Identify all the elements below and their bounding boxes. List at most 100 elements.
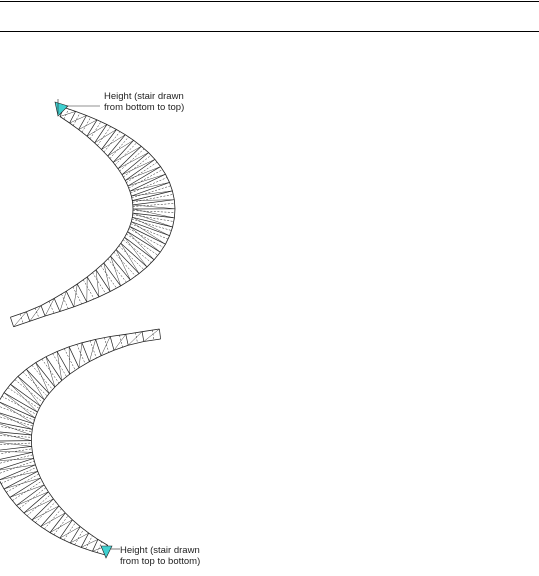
stair-top-tread [117, 146, 142, 169]
stair-bottom-tread [26, 368, 50, 394]
stair-top-tread [129, 226, 166, 245]
stair-top-tread [65, 291, 75, 308]
stair-top-hidden-riser [118, 245, 145, 270]
stair-bottom-diagonal [70, 532, 89, 544]
stair-top-outer-stringer [10, 116, 134, 318]
stair-bottom-hidden-riser [19, 487, 47, 509]
callout-top-line2: from bottom to top) [104, 102, 184, 113]
stair-top-diagonal [131, 190, 173, 197]
stair-top-tread [53, 298, 61, 312]
stair-top-hidden-riser [122, 239, 152, 263]
stair-top-hidden-riser [132, 210, 175, 213]
stair-bottom-hidden-riser [104, 337, 110, 353]
stair-top-tread [95, 269, 111, 292]
stair-top-hidden-riser [72, 112, 81, 126]
stair-bottom-tread [10, 384, 41, 407]
stair-top-tread [86, 276, 100, 298]
stair-bottom-tread [0, 431, 32, 436]
stair-top-tread [112, 140, 134, 163]
stair-bottom-tread [95, 339, 102, 356]
stair-bottom-tread [0, 464, 36, 481]
stair-top-diagonal [13, 311, 27, 327]
stair-top-diagonal [73, 283, 78, 307]
stair-top-diagonal [95, 269, 100, 297]
stair-bottom-outer-stringer [0, 328, 160, 555]
stair-bottom-tread [40, 505, 60, 527]
stair-top-tread [132, 190, 173, 201]
stair-bottom-tread [159, 328, 161, 340]
stair-bottom-tread [0, 446, 32, 451]
stair-bottom-inner-stringer [30, 338, 161, 546]
stair-bottom-diagonal [59, 526, 81, 539]
stair-bottom-diagonal [89, 339, 96, 362]
stair-top-diagonal [132, 208, 175, 219]
stair-top-diagonal [44, 298, 55, 317]
stair-bottom-tread [109, 336, 115, 351]
stair-bottom-diagonal [128, 331, 143, 346]
stair-top-hidden-riser [100, 265, 117, 289]
stair-bottom-tread [80, 532, 90, 548]
stair-top-diagonal [132, 217, 170, 236]
stair-bottom-tread [3, 470, 38, 490]
stair-top-hidden-riser [126, 161, 158, 183]
stair-top-hidden-riser [81, 117, 91, 133]
stair-top-tread [132, 216, 173, 228]
stair-bottom-diagonal [0, 442, 32, 447]
stair-bottom-diagonal [49, 519, 73, 533]
stair-bottom-tread [92, 539, 99, 552]
stair-top-tread [10, 317, 14, 327]
stair-bottom-diagonal [3, 392, 36, 419]
stair-top-diagonal [29, 305, 42, 322]
stair-top-diagonal [69, 115, 87, 124]
stair-bottom-tread [125, 334, 129, 346]
stair-top-diagonal [107, 140, 134, 157]
stair-bottom-tread [0, 401, 36, 419]
stair-bottom-diagonal [16, 491, 49, 506]
stair-top-diagonal [125, 166, 161, 181]
stair-bottom-diagonal [23, 498, 54, 514]
stair-bottom-tread [49, 512, 66, 533]
stair-top-hidden-riser [48, 301, 55, 314]
stair-top-diagonal [127, 231, 155, 260]
stair-top-hidden-riser [19, 313, 24, 324]
stair-top-diagonal [110, 256, 121, 286]
stair-bottom-diagonal [68, 346, 71, 375]
stair-top-diagonal [59, 111, 76, 117]
stair-bottom-diagonal [113, 334, 126, 351]
stair-top-diagonal [115, 249, 131, 280]
stair-bottom-diagonal [100, 336, 111, 356]
stair-top-tread [26, 311, 31, 322]
stair-bottom-diagonal [3, 477, 41, 490]
stair-top-tread [129, 173, 166, 192]
stair-top-diagonal [94, 129, 117, 144]
stair-bottom-tread [23, 491, 49, 514]
stair-top-hidden-riser [83, 279, 95, 300]
stair-top-inner-stringer [13, 107, 176, 328]
stair-bottom-diagonal [0, 471, 38, 481]
header-rule-bottom [0, 31, 539, 32]
stair-top-diagonal [124, 237, 148, 268]
stair-top-diagonal [121, 159, 155, 175]
stair-bottom-hidden-riser [44, 508, 62, 530]
stair-top-tread [78, 115, 87, 130]
stair-bottom-hidden-riser [35, 501, 56, 523]
stair-bottom-diagonal [0, 423, 32, 436]
stair-top-hidden-riser [63, 108, 69, 120]
callout-bottom-line1: Height (stair drawn [120, 545, 200, 556]
stair-top-diagonal [132, 212, 173, 228]
stair-top-diagonal [120, 243, 140, 274]
stair-top-diagonal [132, 204, 176, 210]
stair-top-tread [124, 237, 155, 260]
stair-bottom-tread [56, 351, 71, 375]
stair-top-diagonal [86, 124, 108, 137]
stair-top-hidden-riser [123, 155, 152, 178]
stair-bottom-tread [3, 392, 38, 413]
stair-top-tread [40, 305, 46, 317]
stair-top-tread [127, 231, 161, 253]
stair-top-tread [69, 111, 76, 124]
stair-bottom-diagonal [40, 512, 66, 527]
stair-bottom-tread [45, 356, 63, 381]
stair-bottom-hidden-riser [1, 396, 37, 415]
stair-bottom-diagonal [0, 433, 32, 441]
stair-bottom-tread [9, 477, 41, 498]
